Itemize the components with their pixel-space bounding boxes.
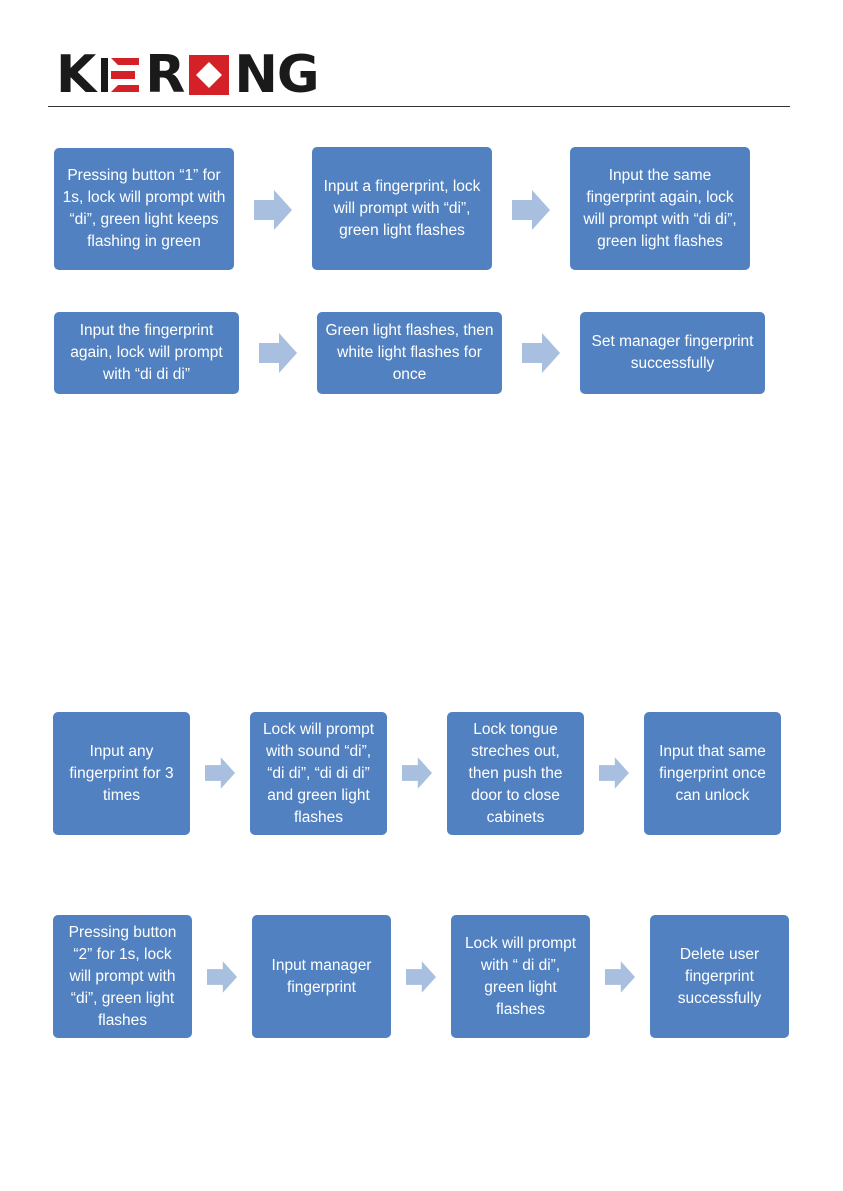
arrow-right-icon (259, 333, 297, 373)
logo-letters-ng: NG (234, 45, 319, 105)
logo-e-mark-icon (99, 54, 141, 96)
arrow-right-icon (207, 957, 237, 997)
arrow-right-icon (605, 957, 635, 997)
header-divider (48, 106, 790, 107)
flow-user-step-1: Input any fingerprint for 3 times (53, 712, 190, 835)
cutoff-heading-fragment (215, 883, 275, 895)
flow-manager-step-1: Pressing button “1” for 1s, lock will pr… (54, 148, 234, 270)
arrow-right-icon (512, 190, 550, 230)
cutoff-heading-fragment (150, 131, 300, 143)
flow-manager-step-3: Input the same fingerprint again, lock w… (570, 147, 750, 270)
flow-user-step-3: Lock tongue streches out, then push the … (447, 712, 584, 835)
flow-manager-step-5: Green light flashes, then white light fl… (317, 312, 502, 394)
flow-delete-step-2: Input manager fingerprint (252, 915, 391, 1038)
arrow-right-icon (205, 753, 235, 793)
flow-manager-step-2: Input a fingerprint, lock will prompt wi… (312, 147, 492, 270)
arrow-right-icon (402, 753, 432, 793)
flow-user-step-4: Input that same fingerprint once can unl… (644, 712, 781, 835)
arrow-right-icon (599, 753, 629, 793)
flow-delete-step-1: Pressing button “2” for 1s, lock will pr… (53, 915, 192, 1038)
arrow-right-icon (406, 957, 436, 997)
logo-letter-r: R (145, 45, 185, 105)
arrow-right-icon (522, 333, 560, 373)
flow-user-step-2: Lock will prompt with sound “di”, “di di… (250, 712, 387, 835)
logo-letter-k: K (56, 45, 96, 105)
flow-delete-step-3: Lock will prompt with “ di di”, green li… (451, 915, 590, 1038)
arrow-right-icon (254, 190, 292, 230)
flow-manager-step-6: Set manager fingerprint successfully (580, 312, 765, 394)
flow-delete-step-4: Delete user fingerprint successfully (650, 915, 789, 1038)
kerong-logo: K R NG (56, 45, 320, 105)
logo-o-diamond-icon (188, 54, 230, 96)
flow-manager-step-4: Input the fingerprint again, lock will p… (54, 312, 239, 394)
